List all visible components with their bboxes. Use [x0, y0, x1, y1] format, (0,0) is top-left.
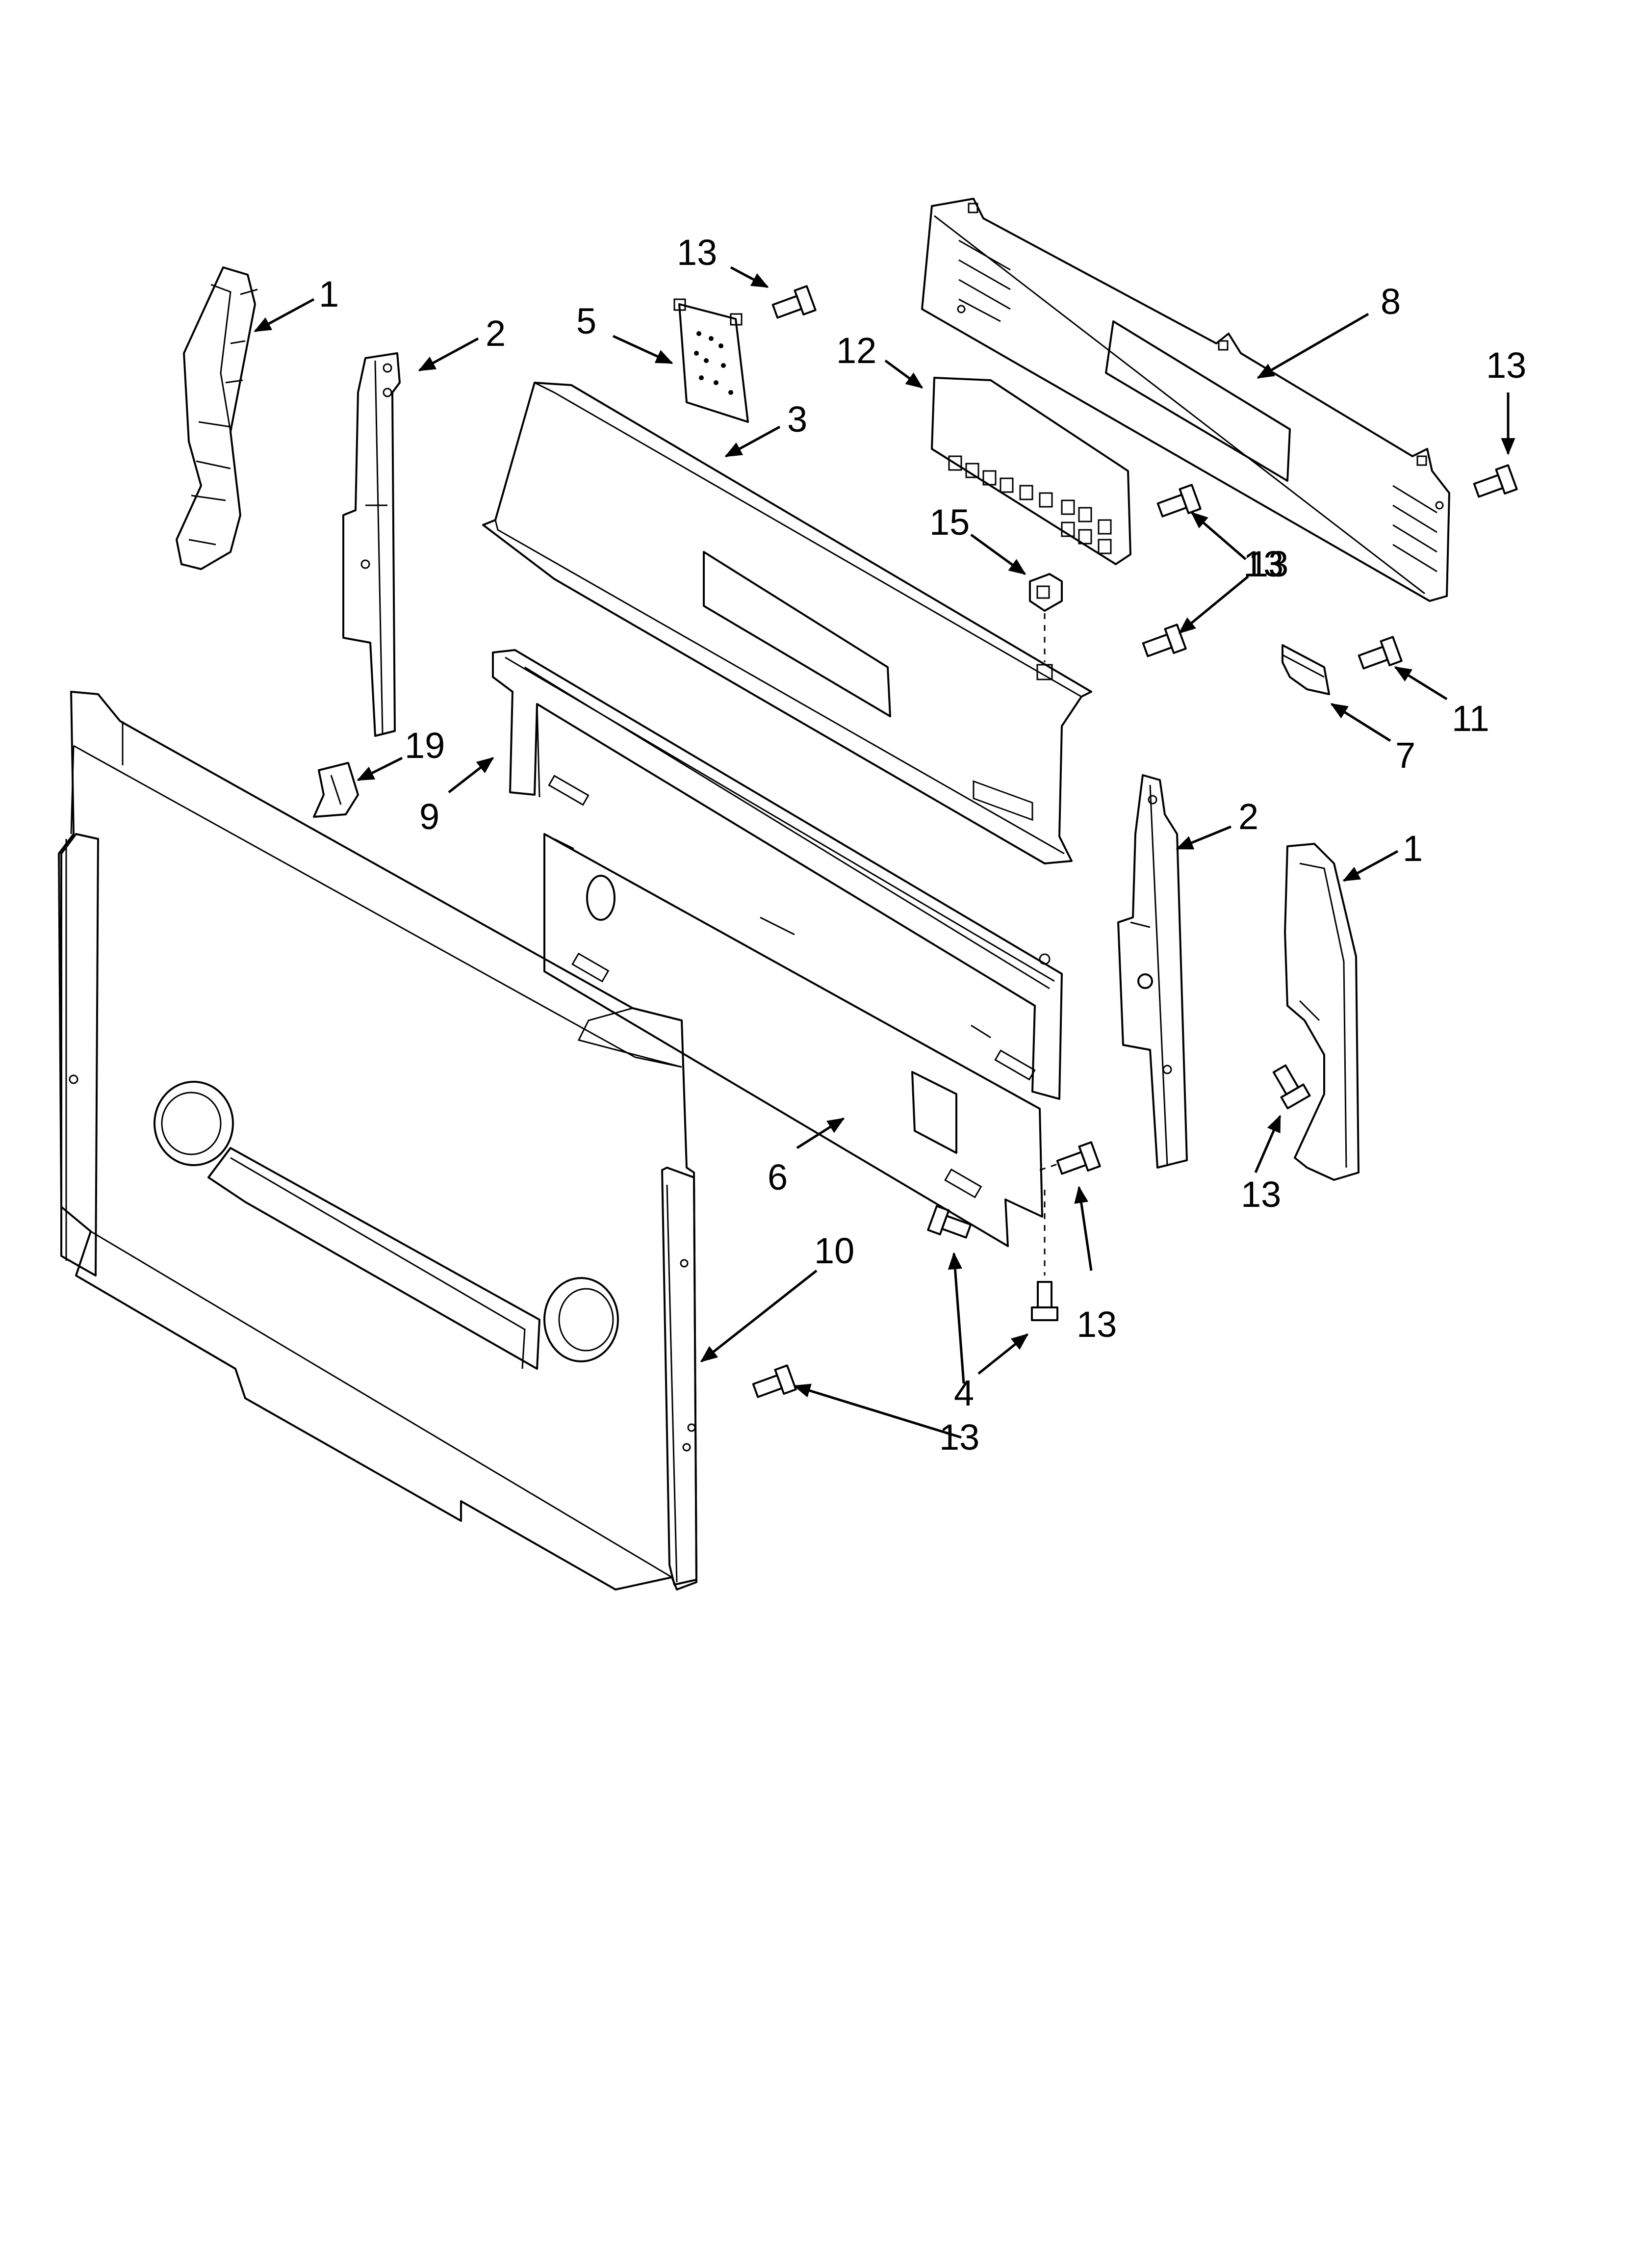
part-12-control-overlay [931, 377, 1131, 821]
screw-13-bracket [1056, 1141, 1101, 1175]
callout-2-right: 2 [1238, 796, 1258, 837]
callout-13-endcap: 13 [1241, 1174, 1281, 1215]
callout-13-console: 13 [1248, 544, 1288, 584]
part-9-frame [492, 649, 1063, 1100]
screw-4-bottom [1031, 1281, 1058, 1321]
callout-5: 5 [576, 301, 596, 341]
callout-11: 11 [1452, 698, 1489, 739]
callout-13-rear: 13 [939, 1417, 979, 1458]
leader-lines [254, 266, 1515, 1439]
callout-13-overlay: 13 [1243, 544, 1283, 584]
part-2-right-bracket [1117, 774, 1188, 1169]
callout-8: 8 [1381, 281, 1401, 322]
part-5-circuit-board [673, 298, 749, 423]
callout-13-bracket: 13 [1077, 1304, 1117, 1345]
screw-13-top [771, 285, 817, 319]
callout-13-top: 13 [677, 232, 717, 273]
screw-4-shield [927, 1205, 972, 1239]
screw-13-endcap [1272, 1064, 1311, 1110]
part-19-clip [313, 762, 359, 818]
callout-3: 3 [787, 399, 807, 440]
screw-13-rear [752, 1364, 797, 1398]
screw-11 [1358, 636, 1403, 670]
screws [752, 285, 1518, 1398]
part-6-shield [543, 833, 1043, 1247]
part-1-right-end-cap [1284, 843, 1360, 1181]
part-10-rear-panel [58, 691, 697, 1590]
part-3-console-panel [482, 382, 1092, 864]
screw-13-console [1142, 624, 1187, 657]
callout-13-right: 13 [1486, 345, 1526, 386]
part-8-back-panel [921, 198, 1450, 602]
callout-19: 19 [405, 725, 445, 766]
part-2-left-bracket [342, 352, 401, 737]
screw-13-overlay [1156, 484, 1202, 518]
callout-6: 6 [768, 1157, 788, 1198]
callout-labels: 1 2 13 5 3 12 8 13 15 13 13 11 7 19 9 2 … [319, 232, 1526, 1458]
callout-4: 4 [954, 1373, 974, 1413]
callout-15: 15 [929, 502, 970, 543]
callout-1-right: 1 [1403, 828, 1423, 869]
callout-2-left: 2 [486, 313, 506, 354]
callout-10: 10 [814, 1230, 854, 1271]
part-1-left-end-cap [176, 266, 258, 570]
callout-7: 7 [1395, 735, 1415, 776]
screw-13-right [1473, 464, 1518, 498]
callout-1-left: 1 [319, 274, 339, 314]
part-7-clip [1282, 644, 1330, 695]
callout-12: 12 [836, 330, 876, 371]
part-15-switch [1029, 573, 1063, 680]
callout-9: 9 [419, 796, 439, 837]
